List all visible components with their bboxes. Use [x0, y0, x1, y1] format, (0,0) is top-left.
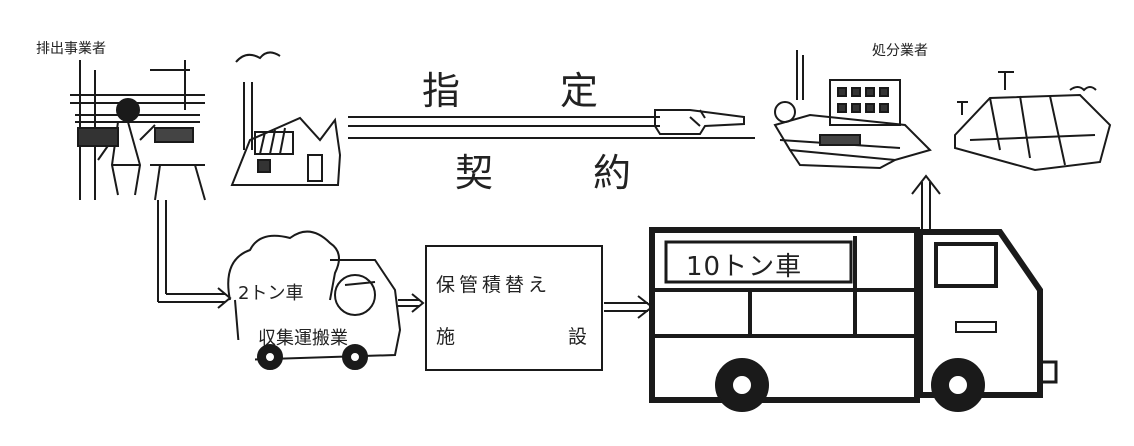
- arrow-to-large-truck: [604, 295, 654, 319]
- factory-illustration: [230, 51, 342, 186]
- designation-char-1: 指: [422, 69, 461, 113]
- connector-line: [157, 200, 232, 309]
- small-truck-company: 収集運搬業: [258, 328, 348, 349]
- large-truck-label: 10トン車: [686, 252, 803, 282]
- facility-line-2-right: 設: [568, 326, 592, 348]
- disposer-label: 処分業者: [872, 43, 928, 59]
- facility-line-1: 保管積替え: [436, 274, 552, 296]
- small-truck: [225, 230, 402, 370]
- arrow-to-facility: [398, 293, 425, 313]
- facility-line-2-left: 施: [436, 326, 460, 348]
- designation-char-2: 定: [560, 69, 599, 113]
- up-arrow: [911, 174, 941, 230]
- storage-facility-box: [425, 245, 603, 371]
- contract-char-2: 約: [593, 151, 632, 195]
- disposal-plant-illustration: [773, 50, 932, 170]
- designation-arrow: [348, 109, 745, 135]
- generator-label: 排出事業者: [36, 41, 106, 57]
- small-truck-label: 2トン車: [238, 283, 304, 304]
- contract-char-1: 契: [455, 151, 494, 195]
- generator-illustration: [70, 60, 206, 201]
- landfill-illustration: [954, 71, 1112, 172]
- large-truck: [649, 227, 1058, 412]
